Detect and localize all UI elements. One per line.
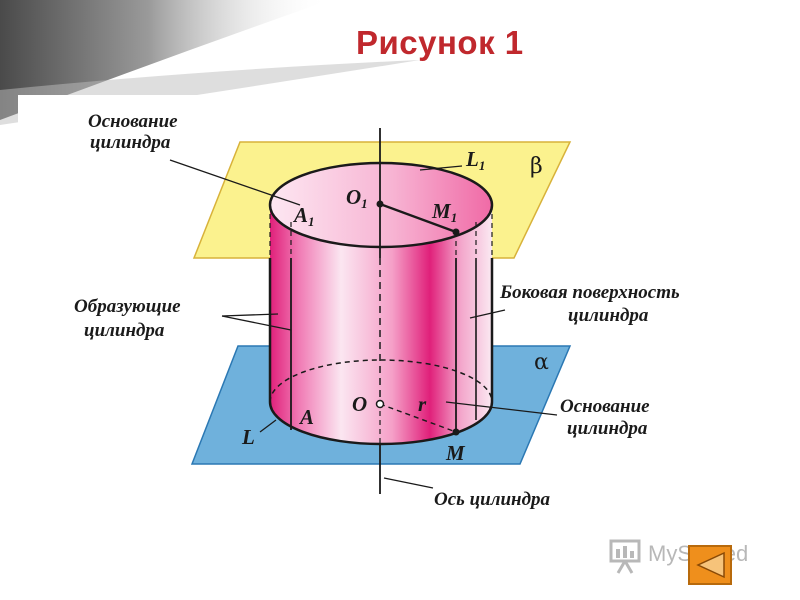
plane-beta-label: β bbox=[530, 154, 543, 179]
play-arrow-icon bbox=[696, 551, 725, 579]
point-m bbox=[452, 428, 460, 436]
bottom-base-caption-line1: Основание bbox=[560, 396, 650, 417]
point-o1 bbox=[376, 200, 384, 208]
cylinder-lateral-surface bbox=[270, 205, 492, 444]
leader-l bbox=[259, 419, 277, 433]
label-o: O bbox=[352, 392, 367, 416]
top-base-caption-line1: Основание bbox=[88, 111, 178, 132]
label-l1: L1 bbox=[465, 147, 485, 173]
label-m: M bbox=[445, 441, 466, 465]
label-a: A bbox=[298, 405, 314, 429]
leader-axis bbox=[383, 477, 434, 489]
label-a1: A1 bbox=[292, 203, 315, 229]
bottom-base-hidden-arc bbox=[269, 359, 493, 403]
next-slide-button[interactable] bbox=[688, 545, 732, 585]
radius-om bbox=[379, 403, 457, 433]
label-r: r bbox=[418, 392, 427, 416]
lateral-caption-line1: Боковая поверхность bbox=[499, 282, 680, 303]
label-l: L bbox=[241, 425, 255, 449]
axis-caption: Ось цилиндра bbox=[434, 489, 551, 510]
generators-caption-line1: Образующие bbox=[74, 296, 181, 317]
leader-generators-2 bbox=[221, 315, 292, 331]
bottom-base-caption-line2: цилиндра bbox=[567, 418, 648, 439]
leader-generators-1 bbox=[221, 313, 279, 317]
generators-caption-line2: цилиндра bbox=[84, 320, 165, 341]
top-base-caption-line2: цилиндра bbox=[90, 132, 171, 153]
bottom-base-front-arc bbox=[268, 401, 494, 446]
point-o bbox=[375, 399, 385, 409]
point-m1 bbox=[452, 228, 460, 236]
header-swoosh bbox=[0, 0, 330, 120]
leader-bottom-base bbox=[445, 401, 558, 416]
label-m1: M1 bbox=[431, 199, 457, 225]
slide-title: Рисунок 1 bbox=[356, 24, 524, 61]
leader-top-base bbox=[169, 159, 301, 206]
label-o1: O1 bbox=[346, 185, 368, 211]
plane-alpha-label: α bbox=[534, 350, 549, 375]
lateral-caption-line2: цилиндра bbox=[568, 305, 649, 326]
radius-o1m1 bbox=[379, 202, 457, 234]
leader-l1 bbox=[419, 165, 463, 171]
leader-lateral bbox=[469, 309, 506, 319]
presentation-board-icon bbox=[609, 539, 641, 574]
